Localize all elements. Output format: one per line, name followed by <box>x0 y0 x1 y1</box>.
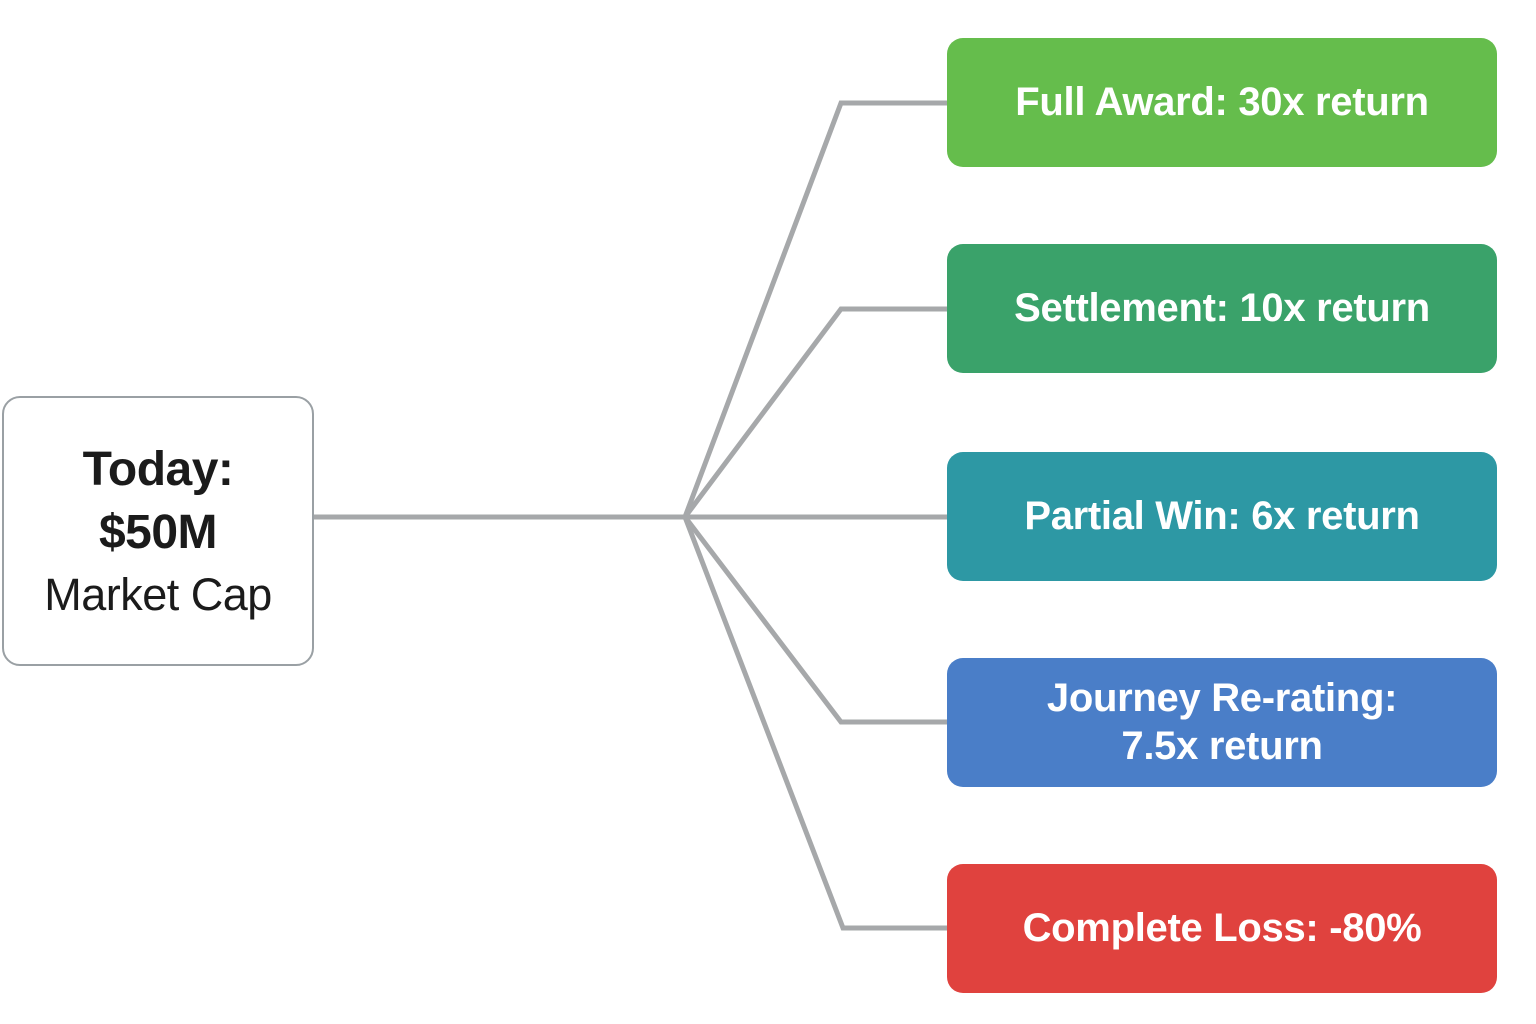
outcome-node-complete-loss: Complete Loss: -80% <box>947 864 1497 993</box>
connector-settlement <box>683 306 947 519</box>
outcome-label: Journey Re-rating: <box>1046 676 1398 721</box>
connector-complete-loss <box>682 516 947 931</box>
outcome-label-line-2: 7.5x return <box>1121 723 1323 768</box>
outcome-node-settlement: Settlement: 10x return <box>947 244 1497 373</box>
connector-journey-re-rating <box>683 515 947 725</box>
outcome-label: Partial Win: 6x return <box>1024 493 1420 538</box>
outcome-node-journey-re-rating: Journey Re-rating: 7.5x return <box>947 658 1497 787</box>
root-node-today-market-cap: Today: $50M Market Cap <box>2 396 314 666</box>
root-node-line-1: Today: <box>82 442 234 496</box>
root-node-line-3: Market Cap <box>44 568 272 620</box>
root-node-line-2: $50M <box>98 506 218 560</box>
connector-full-award <box>682 100 947 518</box>
outcome-label: Settlement: 10x return <box>1014 285 1430 330</box>
outcome-node-partial-win: Partial Win: 6x return <box>947 452 1497 581</box>
outcome-label: Full Award: 30x return <box>1015 79 1429 124</box>
outcome-label: Complete Loss: -80% <box>1022 905 1422 950</box>
outcome-node-full-award: Full Award: 30x return <box>947 38 1497 167</box>
